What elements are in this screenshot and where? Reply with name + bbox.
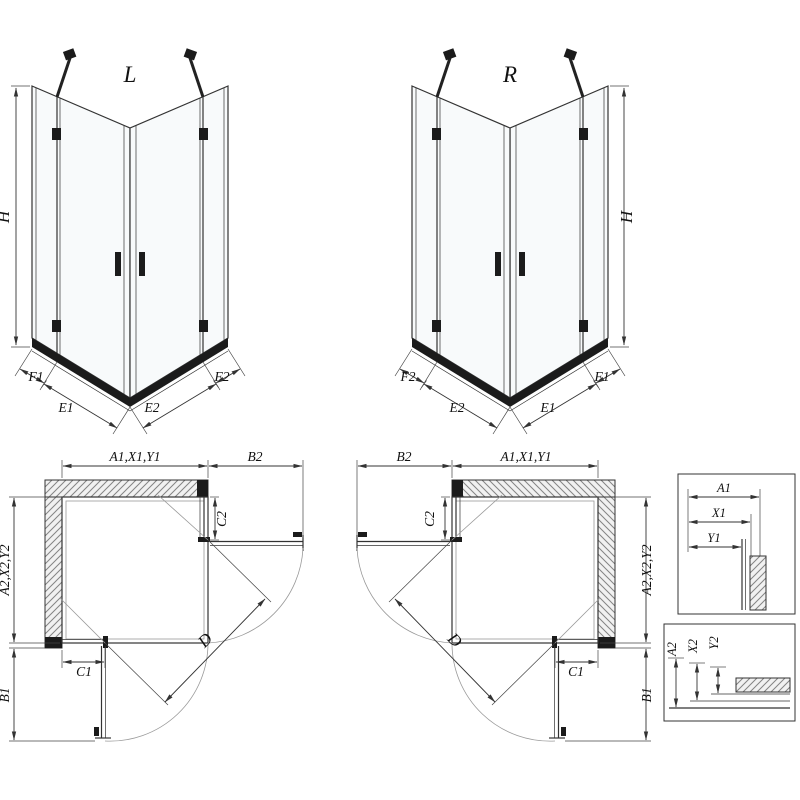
detail-frame <box>663 623 796 722</box>
dim-label-E1: E1 <box>540 400 556 415</box>
dim-label-F1: F1 <box>594 369 610 384</box>
dim-label-C2: C2 <box>214 511 229 527</box>
enclosure-3d-L <box>11 48 245 434</box>
dim-label-X1: X1 <box>711 506 726 520</box>
dim-label-E2: E2 <box>449 400 465 415</box>
dim-label-C1: C1 <box>568 664 584 679</box>
dim-label-D: D <box>193 629 216 652</box>
dim-label-Y1: Y1 <box>707 531 720 545</box>
dim-label-A1X1Y1: A1,X1,Y1 <box>499 449 551 464</box>
detail-view-top: A1 X1 Y1 <box>677 473 796 615</box>
dim-label-H: H <box>0 209 13 224</box>
wall-profile-section <box>735 677 791 693</box>
variant-label-R: R <box>502 62 517 87</box>
plan-view-left: A1,X1,Y1 B2 C2 A2,X2,Y2 D C1 B1 <box>0 449 303 741</box>
dim-label-B2: B2 <box>397 449 412 464</box>
dim-label-B1: B1 <box>0 688 12 703</box>
dim-label-A1X1Y1: A1,X1,Y1 <box>108 449 160 464</box>
dim-label-F1: F1 <box>28 369 44 384</box>
dim-label-B2: B2 <box>248 449 263 464</box>
view-3d-left: L H F1 E1 E2 F2 <box>0 48 245 434</box>
plan-art-left <box>9 460 303 741</box>
dim-label-F2: F2 <box>400 369 416 384</box>
dim-label-A2X2Y2: A2,X2,Y2 <box>0 544 12 596</box>
dim-label-X2: X2 <box>686 639 700 654</box>
dim-label-E1: E1 <box>58 400 74 415</box>
detail-frame <box>677 473 796 615</box>
dim-label-Y2: Y2 <box>707 636 721 649</box>
view-3d-right: R H F2 E2 E1 F1 <box>395 48 636 434</box>
dim-label-D: D <box>443 628 466 651</box>
detail-view-bottom: A2 X2 Y2 <box>663 623 796 722</box>
plan-view-right: B2 A1,X1,Y1 C2 A2,X2,Y2 D C1 B1 <box>357 449 654 741</box>
variant-label-L: L <box>123 62 137 87</box>
plan-art-right <box>357 460 651 741</box>
dim-label-F2: F2 <box>214 369 230 384</box>
dim-label-C2: C2 <box>422 511 437 527</box>
dim-label-B1: B1 <box>639 688 654 703</box>
dim-label-A1: A1 <box>716 481 731 495</box>
wall-profile-section <box>749 555 767 611</box>
dim-label-A2X2Y2: A2,X2,Y2 <box>639 544 654 596</box>
dim-label-H: H <box>617 209 636 224</box>
dim-label-E2: E2 <box>144 400 160 415</box>
dim-label-A2: A2 <box>665 642 679 657</box>
dim-label-C1: C1 <box>76 664 92 679</box>
